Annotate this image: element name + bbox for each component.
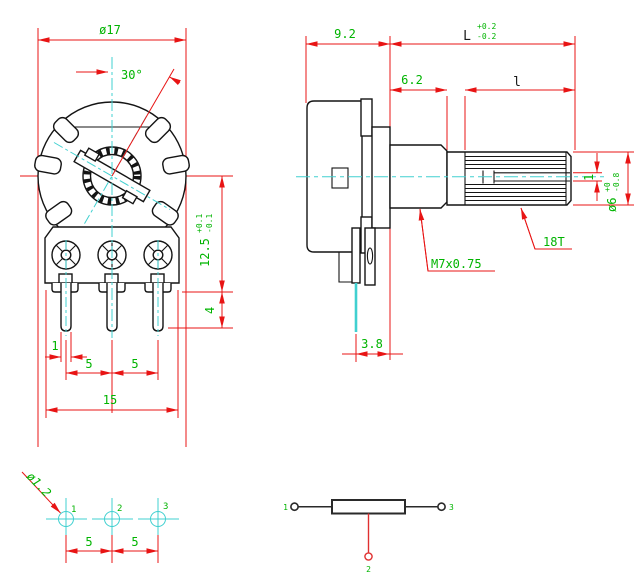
shaft-dia-label-group: ø6 +0 -0.8 [603,173,621,212]
height-label: 12.5 [198,238,212,267]
dia-label: ø17 [99,23,121,37]
resistor-body [331,499,406,515]
pin1-number: 1 [71,505,76,515]
mounting-lug [364,227,376,286]
pin-width-label: 1 [51,339,58,353]
pin-hole-1 [46,498,87,536]
pitch-label: 5 [85,357,92,371]
side-view: 9.2 L +0.2 -0.2 6.2 l ø6 +0 -0.8 1 M7x0. [296,22,634,362]
shaft-dia-tol-plus: +0 [603,182,612,192]
schematic-terminal-1: 1 [283,503,288,512]
height-tol-plus: +0.1 [195,214,204,233]
angle-label: 30° [121,68,143,82]
knurl-leader-arrow [520,207,536,250]
top-crimp-tab [360,98,373,137]
body-step [338,252,352,283]
layout-pitch-label: 5 [85,535,92,549]
knurl-length-label: l [513,75,521,90]
lug-hole [366,247,374,265]
pin-layout-view: 1 2 3 ø1.2 5 5 [21,469,179,563]
adjust-hole [331,167,349,189]
schematic-symbol: 1 3 2 [283,499,454,574]
pin-hole-2 [92,498,133,536]
slot-width-label: 1 [582,174,596,181]
shaft-dia-label: ø6 [605,198,619,212]
bushing-label: 6.2 [401,73,423,87]
shaft-length-label: L [463,29,471,44]
thread-label: M7x0.75 [431,257,482,271]
schematic-terminal-3: 3 [449,503,454,512]
thread-leader-arrow [418,208,429,272]
pin3-number: 3 [163,502,168,512]
shaft [446,151,572,206]
shaft-length-tol-plus: +0.2 [477,22,496,31]
pin-exposed-label: 4 [203,307,217,314]
knurl-lines [465,155,566,202]
total-width-label: 15 [103,393,117,407]
hole-dia-leader [21,471,61,514]
slot-width-label-group: 1 [582,174,596,181]
layout-pitch-label: 5 [131,535,138,549]
angle-arrow-right [169,76,181,86]
schematic-terminal-2: 2 [366,565,371,574]
depth-label: 9.2 [334,27,356,41]
mounting-flange [371,126,391,229]
pin2-number: 2 [117,504,122,514]
hole-dia-label: ø1.2 [24,469,54,500]
terminal-1-circle [290,502,299,512]
terminal-2-circle [364,552,373,561]
height-label-group: 12.5 +0.1 -0.1 [195,214,214,267]
front-view: 30° ø17 12.5 +0.1 -0.1 4 1 5 5 [20,23,233,447]
pin-offset-label: 3.8 [361,337,383,351]
pin-exposed-label-group: 4 [203,307,217,314]
height-tol-minus: -0.1 [205,214,214,233]
terminal-strip [351,227,361,284]
rim-notches [34,116,190,226]
shaft-dia-tol-minus: -0.8 [612,173,621,192]
knurl-teeth-ring [83,147,141,205]
pin-hole-3 [138,498,179,536]
terminal-3-circle [437,502,446,512]
pitch-label: 5 [131,357,138,371]
angle-ray [111,68,175,177]
shaft-length-tol-minus: -0.2 [477,32,496,41]
knurl-teeth-label: 18T [543,235,565,249]
